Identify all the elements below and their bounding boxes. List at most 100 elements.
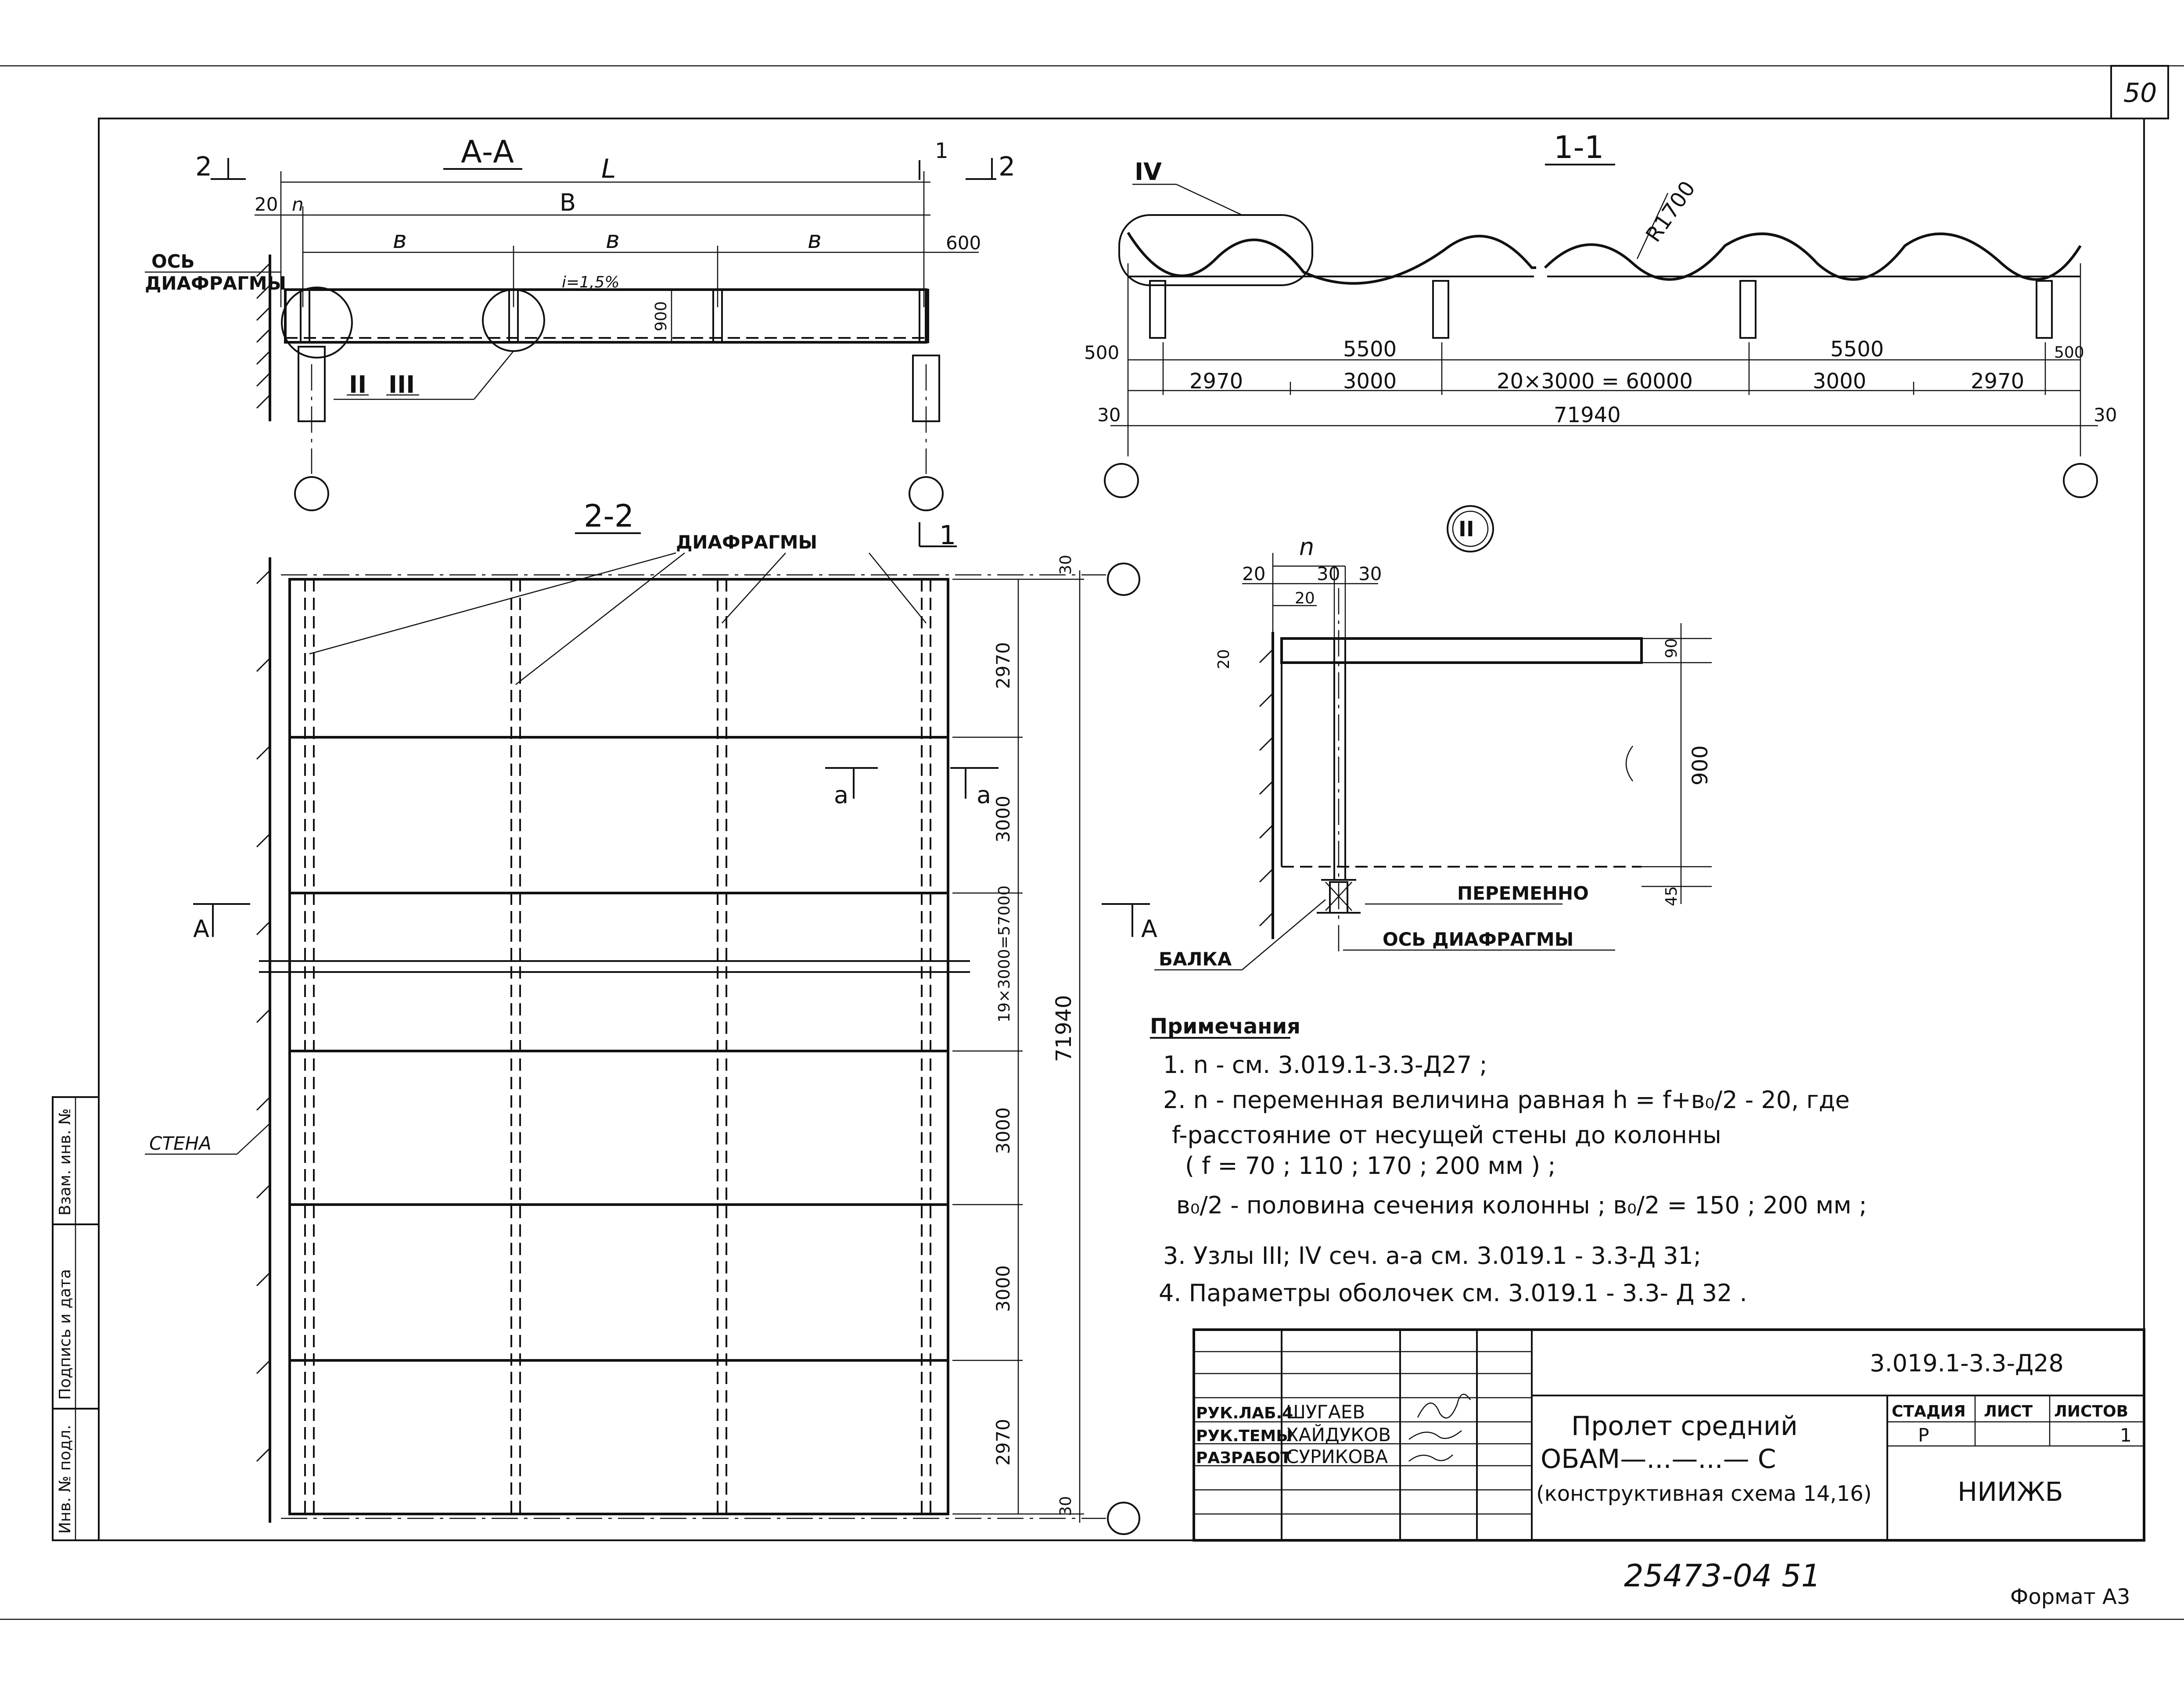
dim-b-large: В xyxy=(560,189,576,216)
node-3-label: III xyxy=(388,371,415,398)
dim-n: n xyxy=(292,194,304,215)
section-aa: А-А 2 1 2 L В в в в 20 n 600 ОСЬ ДИАФРАГ… xyxy=(145,134,1015,511)
section-aa-title: А-А xyxy=(461,134,514,170)
node-2-label: II xyxy=(349,371,366,398)
detail-dim-30-b: 30 xyxy=(1358,563,1382,585)
section-aa-marker-1: 1 xyxy=(935,139,948,163)
dim-l: L xyxy=(601,154,616,184)
sheet-header: ЛИСТ xyxy=(1984,1403,2033,1421)
note-line-3: f-расстояние от несущей стены до колонны xyxy=(1172,1121,1721,1149)
dim-20: 20 xyxy=(255,194,278,215)
dim-3000-right: 3000 xyxy=(1813,369,1866,394)
name-3: СУРИКОВА xyxy=(1286,1446,1388,1467)
detail-dim-20-b: 20 xyxy=(1295,589,1315,607)
axis-label-2: ДИАФРАГМЫ xyxy=(145,273,286,294)
dim-mid-11: 20×3000 = 60000 xyxy=(1497,369,1693,394)
dim-30-top-22: 30 xyxy=(1057,555,1075,575)
dim-total-11: 71940 xyxy=(1554,403,1621,427)
signature-3 xyxy=(1408,1454,1453,1462)
dim-30-right-11: 30 xyxy=(2094,404,2117,426)
cut-a-big-right: А xyxy=(1141,915,1157,943)
diaphragms-label: ДИАФРАГМЫ xyxy=(676,531,817,553)
signature-2 xyxy=(1408,1430,1462,1440)
stamp-number: 25473-04 51 xyxy=(1624,1558,1821,1594)
dim-600: 600 xyxy=(946,232,981,254)
axis-label-1: ОСЬ xyxy=(151,251,195,272)
dim-b-small-1: в xyxy=(393,226,407,254)
stage-value: Р xyxy=(1918,1424,1929,1446)
sheets-header: ЛИСТОВ xyxy=(2054,1403,2128,1421)
dim-30-left-11: 30 xyxy=(1097,404,1121,426)
label-axis: ОСЬ ДИАФРАГМЫ xyxy=(1383,929,1573,950)
section-aa-marker-2-right: 2 xyxy=(999,151,1015,182)
dim-b-small-3: в xyxy=(808,226,822,254)
name-1: ШУГАЕВ xyxy=(1286,1401,1365,1423)
dim-5500-right: 5500 xyxy=(1830,337,1884,362)
node-ii-detail: II n 20 30 30 20 20 xyxy=(1154,505,1713,971)
wall-label: СТЕНА xyxy=(149,1133,212,1154)
side-stamp-field-2: Подпись и дата xyxy=(56,1269,74,1400)
radius-label: R1700 xyxy=(1641,176,1700,247)
cut-a-right: а xyxy=(977,781,991,809)
role-3: РАЗРАБОТ xyxy=(1196,1449,1291,1467)
detail-dim-45: 45 xyxy=(1663,886,1681,906)
node-4-label: IV xyxy=(1135,158,1162,186)
dim-2970-right: 2970 xyxy=(1971,369,2024,394)
dim-b-small-2: в xyxy=(606,226,620,254)
notes: Примечания 1. n - см. 3.019.1-3.3-Д27 ; … xyxy=(1150,1014,1867,1307)
note-line-2: 2. n - переменная величина равная h = f+… xyxy=(1163,1086,1850,1114)
cut-a-left: а xyxy=(834,781,848,809)
dim-3000-left: 3000 xyxy=(1343,369,1397,394)
dim-500-left: 500 xyxy=(1084,342,1119,363)
section-22-title: 2-2 xyxy=(584,498,634,534)
dim-3000-2-22: 3000 xyxy=(992,1107,1014,1154)
title-block: 3.019.1-3.3-Д28 РУК.ЛАБ.4 РУК.ТЕМЫ РАЗРА… xyxy=(1193,1328,2145,1542)
dim-30-bottom-22: 30 xyxy=(1057,1496,1075,1516)
section-11-title: 1-1 xyxy=(1554,129,1604,165)
slope: i=1,5% xyxy=(562,273,620,291)
stage-header: СТАДИЯ xyxy=(1892,1403,1966,1421)
note-line-7: 4. Параметры оболочек см. 3.019.1 - 3.3-… xyxy=(1159,1279,1747,1307)
dim-2970-left: 2970 xyxy=(1189,369,1243,394)
wall-hatch-22 xyxy=(256,570,271,1462)
dim-2970-top-22: 2970 xyxy=(992,642,1014,689)
dim-2970-bottom-22: 2970 xyxy=(992,1419,1014,1466)
notes-heading: Примечания xyxy=(1150,1014,1300,1039)
note-line-1: 1. n - см. 3.019.1-3.3-Д27 ; xyxy=(1163,1051,1487,1079)
section-11: 1-1 IV R1700 500 5500 5500 500 2970 3000… xyxy=(1084,129,2117,498)
sheet-frame: 50 xyxy=(0,65,2184,1620)
side-stamp-field-1: Инв. № подл. xyxy=(56,1425,74,1534)
side-stamp-field-3: Взам. инв. № xyxy=(56,1108,74,1216)
label-beam: БАЛКА xyxy=(1159,948,1232,970)
role-2: РУК.ТЕМЫ xyxy=(1196,1427,1293,1445)
detail-dim-20-a: 20 xyxy=(1242,563,1265,585)
wall-hatch-aa xyxy=(256,262,271,409)
dim-500-right: 500 xyxy=(2054,344,2084,362)
title-line-2: ОБАМ—...—...— С xyxy=(1541,1444,1776,1474)
title-line-1: Пролет средний xyxy=(1571,1411,1798,1442)
detail-dim-20-c: 20 xyxy=(1215,649,1233,669)
node-detail-title: II xyxy=(1458,517,1474,542)
dim-3000-3-22: 3000 xyxy=(992,1265,1014,1312)
note-line-4: ( f = 70 ; 110 ; 170 ; 200 мм ) ; xyxy=(1185,1152,1556,1180)
detail-dim-90: 90 xyxy=(1663,638,1681,658)
format-label: Формат А3 xyxy=(2010,1585,2130,1609)
sheets-value: 1 xyxy=(2120,1424,2132,1446)
wall-hatch-detail xyxy=(1259,649,1274,927)
side-stamp: Инв. № подл. Подпись и дата Взам. инв. № xyxy=(52,1096,100,1541)
dim-mid-22: 19×3000=57000 xyxy=(995,886,1013,1022)
title-line-3: (конструктивная схема 14,16) xyxy=(1536,1482,1871,1506)
cut-a-big-left: А xyxy=(193,915,209,943)
org-name: НИИЖБ xyxy=(1958,1477,2063,1507)
detail-dim-30-a: 30 xyxy=(1317,563,1340,585)
dim-900-aa: 900 xyxy=(652,301,670,331)
doc-code: 3.019.1-3.3-Д28 xyxy=(1870,1349,2064,1377)
detail-dim-900: 900 xyxy=(1688,745,1713,786)
note-line-5: в₀/2 - половина сечения колонны ; в₀/2 =… xyxy=(1176,1191,1867,1219)
role-1: РУК.ЛАБ.4 xyxy=(1196,1404,1293,1422)
detail-dim-n: n xyxy=(1299,533,1314,561)
dim-3000-1-22: 3000 xyxy=(992,796,1014,843)
page-number: 50 xyxy=(2123,78,2157,108)
dim-5500-left: 5500 xyxy=(1343,337,1397,362)
